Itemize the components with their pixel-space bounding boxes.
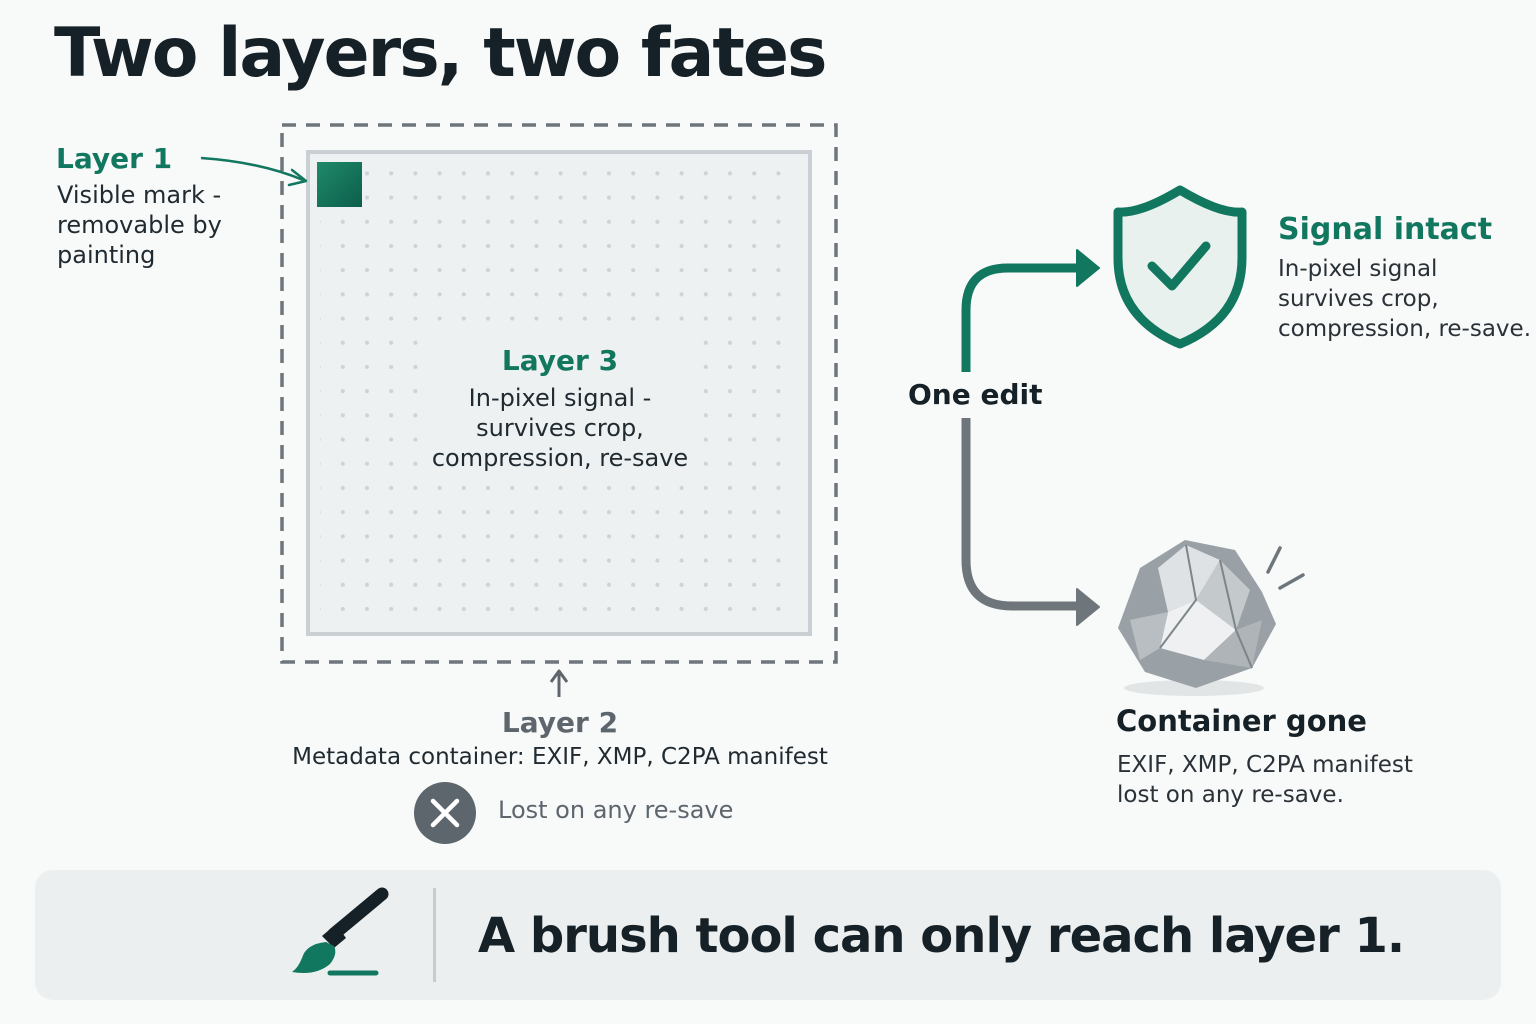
- layer1-title: Layer 1: [56, 142, 173, 175]
- container-gone-description: EXIF, XMP, C2PA manifest lost on any re-…: [1117, 752, 1413, 808]
- layer1-description: Visible mark - removable by painting: [57, 181, 222, 269]
- layer2-container-outline: [280, 123, 838, 664]
- layer3-label: Layer 3 In-pixel signal - survives crop,…: [400, 344, 720, 473]
- edit-branch-intact-arrow: [961, 263, 1080, 372]
- layer3-line1: In-pixel signal -: [468, 384, 652, 412]
- layer1-visible-mark: [317, 162, 362, 207]
- layer2-status: Lost on any re-save: [498, 796, 734, 824]
- signal-intact-description: In-pixel signal survives crop, compressi…: [1278, 256, 1531, 342]
- paintbrush-icon: [292, 887, 389, 976]
- layer2-title: Layer 2: [501, 706, 619, 739]
- banner-text: A brush tool can only reach layer 1.: [478, 908, 1405, 964]
- shield-check-icon: [1113, 185, 1247, 349]
- banner-divider: [433, 888, 436, 982]
- layer2-description: Metadata container: EXIF, XMP, C2PA mani…: [292, 744, 828, 770]
- bottom-banner: [35, 870, 1501, 1000]
- one-edit-label: One edit: [908, 378, 1043, 411]
- crumpled-paper-icon: [1118, 540, 1305, 696]
- edit-branch-gone-arrow: [961, 418, 1080, 611]
- signal-intact-title: Signal intact: [1278, 212, 1493, 247]
- page-title: Two layers, two fates: [54, 14, 827, 93]
- x-circle-icon: [414, 782, 476, 844]
- layer3-line2: survives crop,: [476, 414, 644, 442]
- layer3-line3: compression, re-save: [431, 444, 689, 472]
- container-gone-title: Container gone: [1116, 704, 1367, 738]
- layer1-pointer-arrow: [200, 156, 304, 182]
- layer3-title: Layer 3: [501, 344, 619, 377]
